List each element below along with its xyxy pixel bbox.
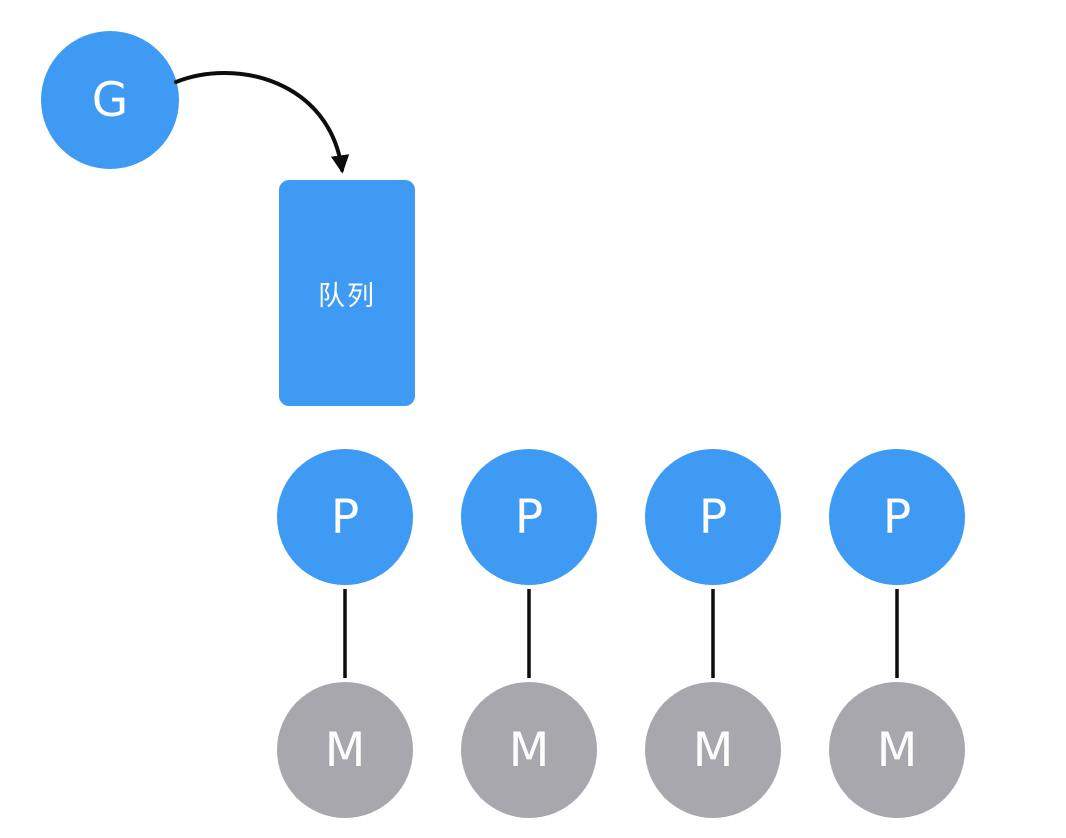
- node-processor-4: P: [829, 449, 965, 585]
- node-processor-2: P: [461, 449, 597, 585]
- node-machine-3: M: [645, 682, 781, 818]
- edge-g-to-queue-arrow: [174, 70, 350, 174]
- node-goroutine: G: [41, 31, 179, 169]
- node-machine-1: M: [277, 682, 413, 818]
- node-machine-2: M: [461, 682, 597, 818]
- node-processor-1: P: [277, 449, 413, 585]
- node-queue: 队列: [279, 180, 415, 406]
- node-processor-3: P: [645, 449, 781, 585]
- node-machine-4: M: [829, 682, 965, 818]
